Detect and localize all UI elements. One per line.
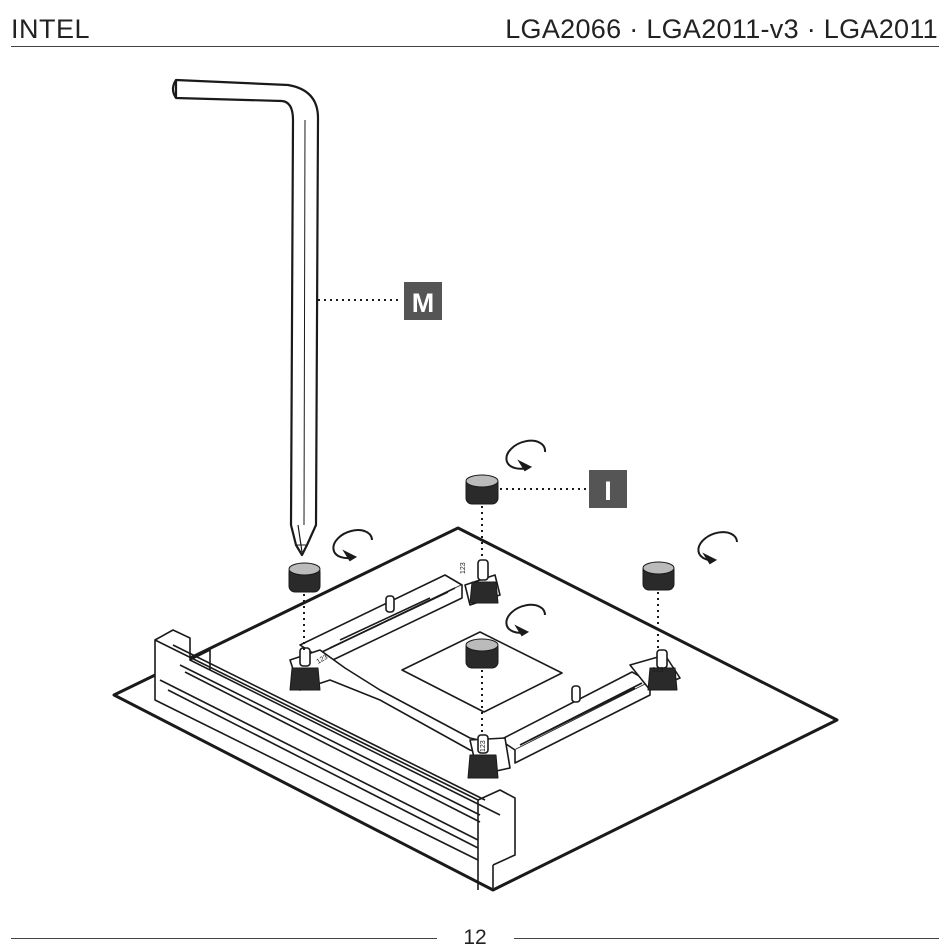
svg-text:M: M [412,288,435,318]
callout-i: I [589,470,627,508]
svg-text:I: I [604,476,612,506]
footer-rule-right [514,938,939,939]
motherboard-illustration: 123 123 123 123 [114,528,837,890]
svg-text:123: 123 [460,562,467,574]
svg-text:123: 123 [480,740,487,752]
hex-key-illustration [173,80,318,555]
svg-text:123: 123 [652,667,664,674]
footer-rule-left [11,938,437,939]
page-number: 12 [440,926,510,950]
callout-m: M [404,282,442,320]
